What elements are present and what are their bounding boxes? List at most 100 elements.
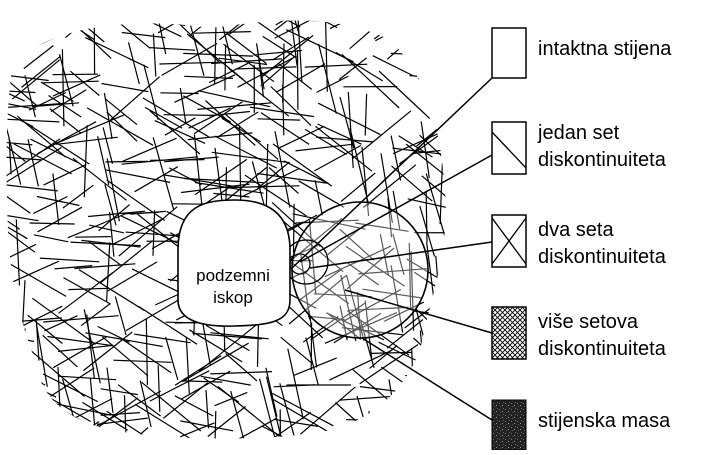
joint-line xyxy=(335,403,380,443)
joint-line xyxy=(226,115,278,160)
joint-line xyxy=(219,1,268,40)
joint-line xyxy=(40,258,100,262)
joint-line xyxy=(49,9,95,40)
joint-line xyxy=(44,165,87,186)
joint-line xyxy=(134,334,190,343)
joint-line xyxy=(150,160,205,161)
joint-line xyxy=(184,2,204,76)
joint-line xyxy=(120,7,182,36)
joint-line xyxy=(53,174,59,225)
joint-line xyxy=(262,426,315,450)
joint-line xyxy=(6,245,10,289)
joint-line xyxy=(0,397,47,409)
joint-line xyxy=(212,152,290,162)
joint-line xyxy=(418,78,450,94)
joint-line xyxy=(41,82,73,101)
joint-line xyxy=(0,129,26,161)
joint-line xyxy=(391,136,401,181)
joint-line xyxy=(45,0,104,42)
joint-line xyxy=(215,7,217,85)
joint-line xyxy=(183,96,231,122)
joint-line xyxy=(357,396,379,450)
joint-line xyxy=(34,235,68,242)
joint-line xyxy=(330,5,378,29)
legend-box-intact xyxy=(492,28,526,78)
legend-label-one-set-line2: diskontinuiteta xyxy=(538,149,667,171)
legend-box-two-sets xyxy=(492,215,526,267)
joint-line xyxy=(2,259,66,296)
legend-label-one-set-line1: jedan set xyxy=(537,122,620,144)
joint-line xyxy=(280,383,297,444)
joint-line xyxy=(87,315,95,379)
joint-line xyxy=(153,34,155,77)
joint-line xyxy=(436,256,442,325)
joint-line xyxy=(151,0,166,54)
joint-line xyxy=(263,36,297,57)
joint-line xyxy=(258,119,301,120)
joint-line xyxy=(266,144,267,211)
excavation-outline xyxy=(178,200,290,326)
joint-line xyxy=(369,411,370,450)
joint-line xyxy=(123,138,177,161)
joint-line xyxy=(416,432,454,433)
joint-line xyxy=(293,5,337,28)
joint-line xyxy=(413,0,467,34)
joint-line xyxy=(29,93,66,111)
joint-line xyxy=(12,60,59,99)
joint-line xyxy=(391,10,427,35)
joint-line xyxy=(317,76,349,92)
joint-line xyxy=(38,207,82,232)
legend-box-many-sets xyxy=(492,307,526,359)
joint-line xyxy=(398,10,447,11)
joint-line xyxy=(163,383,207,419)
joint-line xyxy=(226,354,257,381)
joint-line xyxy=(374,7,419,39)
joint-line xyxy=(257,43,265,89)
joint-line xyxy=(316,126,372,171)
leader-rock-mass xyxy=(362,338,492,420)
joint-line xyxy=(26,123,89,164)
joint-line xyxy=(164,115,215,116)
joint-line xyxy=(421,121,429,178)
joint-line xyxy=(113,360,171,362)
joint-line xyxy=(107,242,110,301)
joint-line xyxy=(5,408,9,450)
joint-line xyxy=(315,180,322,215)
joint-line xyxy=(228,6,270,35)
joint-line xyxy=(58,376,116,380)
joint-line xyxy=(21,306,63,327)
joint-line xyxy=(326,22,328,92)
joint-line xyxy=(158,365,160,412)
joint-line xyxy=(189,0,246,36)
joint-line xyxy=(75,237,111,238)
joint-line xyxy=(0,379,26,400)
joint-line xyxy=(392,148,452,155)
joint-line xyxy=(210,372,272,374)
joint-line xyxy=(53,75,100,96)
joint-line xyxy=(149,48,195,51)
joint-line xyxy=(106,12,150,49)
legend-label-many-sets-line1: više setova xyxy=(538,311,639,333)
joint-line xyxy=(442,0,443,53)
joint-line xyxy=(84,309,100,383)
joint-line xyxy=(153,210,155,256)
joint-line xyxy=(82,402,127,430)
joint-line xyxy=(329,20,377,22)
joint-line xyxy=(22,381,56,398)
excavation-label-line2: iskop xyxy=(213,288,253,307)
joint-line xyxy=(250,107,314,116)
joint-line xyxy=(10,261,59,283)
joint-line xyxy=(341,173,375,201)
joint-line xyxy=(360,345,418,384)
joint-line xyxy=(0,142,32,145)
joint-line xyxy=(102,84,149,92)
joint-line xyxy=(6,0,16,58)
joint-line xyxy=(10,19,58,51)
joint-line xyxy=(42,0,115,28)
legend-box-rock-mass xyxy=(492,400,526,450)
joint-line xyxy=(90,378,96,447)
joint-line xyxy=(213,418,276,450)
joint-line xyxy=(17,418,77,429)
joint-line xyxy=(236,67,297,69)
